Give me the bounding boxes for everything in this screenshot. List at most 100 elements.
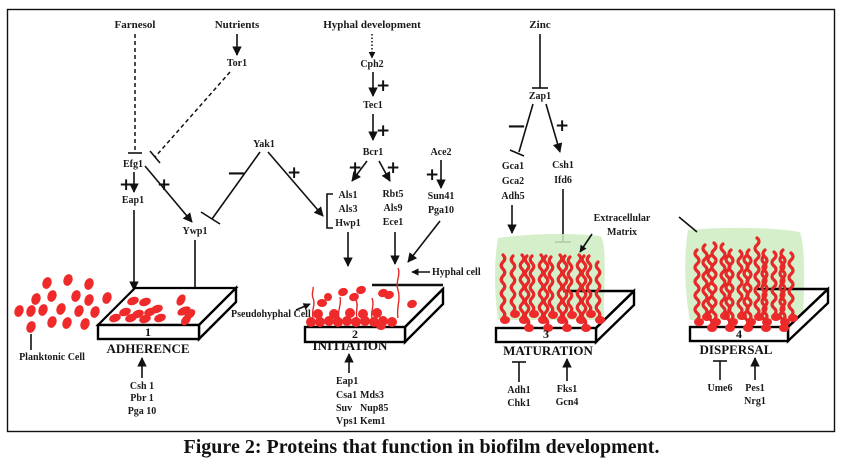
gene-sun41: Sun41	[428, 191, 455, 202]
ecm-pointer	[678, 216, 698, 233]
hypha	[693, 248, 701, 322]
gene-gca2: Gca2	[502, 176, 524, 187]
hypha	[594, 260, 602, 320]
stage3-inhibitor: Adh1	[507, 385, 530, 396]
protein-ywp1: Ywp1	[182, 226, 207, 237]
hypha-base-cell	[581, 324, 591, 332]
hypha	[542, 254, 550, 328]
adhered-cells	[109, 294, 196, 326]
ecm-label-line2: Matrix	[607, 227, 637, 238]
gene-als9: Als9	[384, 203, 403, 214]
ecm-label-line1: Extracellular	[594, 213, 651, 224]
hypha-base-cell	[779, 324, 789, 332]
pseudohyphal-cell-label: Pseudohyphal Cell	[231, 309, 311, 320]
plus-sign: +	[287, 163, 301, 183]
signal-hyphal-development: Hyphal development	[323, 19, 421, 31]
stage2-regulator: Csa1	[336, 390, 357, 401]
gene-csh1: Csh1	[552, 160, 574, 171]
protein-tec1: Tec1	[363, 100, 383, 111]
gene-adh5: Adh5	[501, 191, 524, 202]
hypha	[523, 254, 531, 328]
planktonic-cells	[14, 274, 112, 333]
protein-bcr1: Bcr1	[363, 147, 384, 158]
stage3-number: 3	[543, 327, 549, 341]
plus-sign: +	[555, 116, 569, 136]
stage2-regulator: Nup85	[360, 403, 388, 414]
protein-efg1: Efg1	[123, 159, 143, 170]
pseudohypha	[311, 286, 315, 319]
stage2-regulator: Eap1	[336, 376, 358, 387]
hypha	[547, 255, 555, 315]
hypha-base-cell	[711, 318, 721, 326]
protein-tor1: Tor1	[227, 58, 247, 69]
stage1-name: ADHERENCE	[106, 341, 189, 356]
hypha	[509, 254, 517, 314]
signal-nutrients: Nutrients	[215, 19, 260, 31]
planktonic-cell-label: Planktonic Cell	[19, 352, 85, 363]
bcr1-to-rbt5-arrow	[378, 160, 391, 182]
stage2-regulator: Kem1	[360, 416, 386, 427]
gene-ece1: Ece1	[383, 217, 404, 228]
ecm-pointer	[579, 233, 593, 253]
hypha	[787, 251, 795, 318]
hypha	[585, 254, 593, 314]
dispersal-hyphae	[693, 236, 798, 332]
hyphal-cell-label: Hyphal cell	[432, 267, 481, 278]
stage2-regulator: Mds3	[360, 390, 384, 401]
hypha-base-cell	[725, 324, 735, 332]
hypha	[701, 243, 709, 317]
stage2-plate	[303, 283, 445, 345]
hypha-base-cell	[500, 316, 510, 324]
yak1-inhibits-ywp1-line	[211, 151, 261, 220]
pga10-to-hyphal-cell-arrow	[407, 220, 441, 263]
hypha	[528, 254, 536, 314]
gene-pga10: Pga10	[428, 205, 454, 216]
stage3-activator: Fks1	[557, 384, 578, 395]
zap1-inhibits-gca-line	[518, 103, 534, 153]
stage1-regulator: Csh 1	[130, 381, 154, 392]
inhibit-bar	[149, 150, 161, 164]
hypha-base-cell	[743, 324, 753, 332]
plus-sign: +	[425, 165, 439, 185]
stage1-plate	[95, 285, 239, 342]
maturation-hyphae	[499, 253, 605, 332]
hypha-base-cell	[788, 314, 798, 322]
hypha-base-cell	[562, 324, 572, 332]
gene-als3: Als3	[339, 204, 358, 215]
signal-zinc: Zinc	[529, 19, 551, 31]
stage1-number: 1	[145, 325, 151, 339]
gene-als1: Als1	[339, 190, 358, 201]
hypha-base-cell	[510, 310, 520, 318]
hypha-base-cell	[524, 324, 534, 332]
gene-hwp1: Hwp1	[335, 218, 361, 229]
zap1-to-csh1-arrow	[545, 103, 563, 153]
tor1-inhibits-efg1-line	[154, 71, 231, 158]
protein-ace2: Ace2	[430, 147, 451, 158]
gene-ifd6: Ifd6	[554, 175, 572, 186]
hypha-base-cell	[595, 316, 605, 324]
plus-sign: +	[376, 76, 390, 96]
protein-zap1: Zap1	[529, 91, 551, 102]
protein-eap1: Eap1	[122, 195, 144, 206]
hypha	[742, 254, 750, 328]
hypha	[566, 255, 574, 315]
stage1-regulator: Pga 10	[128, 406, 157, 417]
pseudohypha	[355, 299, 358, 319]
hypha-base-cell	[548, 311, 558, 319]
pseudohypha	[370, 297, 374, 319]
hypha-base-cell	[543, 324, 553, 332]
hypha	[770, 250, 778, 317]
figure-caption: Figure 2: Proteins that function in biof…	[183, 436, 660, 458]
stage2-name: INITIATION	[313, 338, 389, 353]
stage3-inhibitor: Chk1	[507, 398, 530, 409]
hypha	[499, 253, 507, 320]
minus-sign: —	[508, 116, 525, 136]
yak1-to-als-arrow	[267, 151, 324, 217]
efg1-to-ywp1-arrow	[144, 165, 193, 223]
hypha-base-cell	[567, 311, 577, 319]
protein-yak1: Yak1	[253, 139, 275, 150]
plus-sign: +	[157, 175, 171, 195]
inhibit-bar	[509, 149, 525, 157]
hypha	[736, 249, 744, 316]
hypha	[706, 254, 714, 328]
